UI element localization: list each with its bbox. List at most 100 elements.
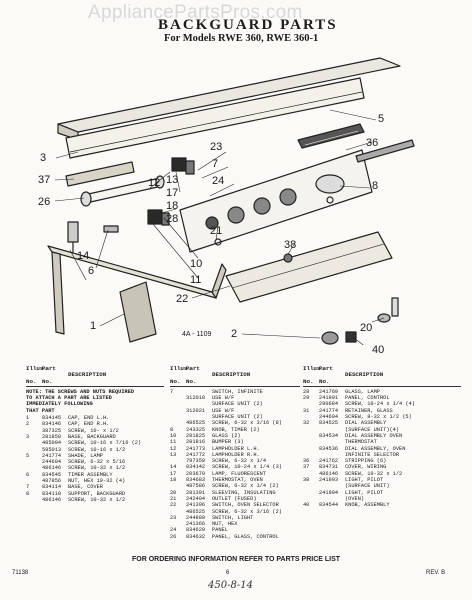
part-number: 834683: [186, 477, 206, 484]
part-description: SCREW, 10-32 x 1/2: [68, 496, 126, 503]
part-description: SWITCH, INFINITE: [212, 388, 263, 395]
illus-number: 38: [303, 477, 310, 484]
header-illus-no: Illus.No.: [170, 365, 191, 385]
part-description: CAP, END L.H.: [68, 415, 110, 422]
illus-number: 22: [170, 502, 177, 509]
part-description: (SURFACE UNIT): [345, 483, 390, 490]
part-description: LAMPHOLDER R.H.: [212, 451, 260, 458]
illus-number: 1: [26, 415, 30, 422]
illus-number: 8: [170, 426, 174, 433]
part-number: 281816: [186, 439, 206, 446]
part-description: BASE, BACKGUARD: [68, 433, 116, 440]
part-description: SHADE, LAMP: [68, 452, 103, 459]
part-number: 241774: [319, 407, 339, 414]
callout-number: 40: [372, 344, 385, 356]
part-description: SCREW, 6-32 x 1/4 (2): [212, 483, 279, 490]
callout-number: 8: [372, 180, 379, 192]
part-description: SCREW, 10- x 1/2: [68, 427, 119, 434]
page-subtitle: For Models RWE 360, RWE 360-1: [164, 33, 319, 44]
part-description: BUMPER (3): [212, 439, 244, 446]
part-description: SCREW, 10-16 x 7/16 (2): [68, 440, 142, 447]
part-description: (SURFACE UNIT)(4): [345, 426, 400, 433]
illus-number: 13: [170, 451, 177, 458]
part-number: 834534: [319, 432, 339, 439]
part-number: 797359: [186, 458, 206, 465]
part-description: SCREW, 8-32 x 1/2 (5): [345, 414, 412, 421]
parts-row: THERMOSTAT: [303, 439, 461, 445]
part-description: SURFACE UNIT (2): [212, 414, 263, 421]
part-number: 487586: [186, 483, 206, 490]
part-number: 241993: [319, 477, 339, 484]
illus-number: 10: [170, 432, 177, 439]
callout-number: 26: [38, 196, 51, 208]
part-number: 241774: [42, 452, 62, 459]
part-number: 244604: [319, 414, 339, 421]
callout-number: 5: [378, 113, 385, 125]
part-description: PANEL, GLASS, CONTROL: [212, 533, 279, 540]
part-description: KNOB, TIMER (2): [212, 426, 260, 433]
illus-number: 20: [170, 489, 177, 496]
part-number: 312021: [186, 407, 206, 414]
part-number: 834525: [319, 420, 339, 427]
illus-number: 6: [26, 471, 30, 478]
part-number: 485094: [42, 440, 62, 447]
part-description: THERMOSTAT, OVEN: [212, 477, 263, 484]
part-number: 486525: [186, 508, 206, 515]
part-description: STRIPPING (6): [345, 458, 387, 465]
part-description: LIGHT, PILOT: [345, 489, 384, 496]
illus-number: 7: [170, 388, 174, 395]
illus-number: 23: [170, 514, 177, 521]
part-description: PANEL: [212, 527, 228, 534]
callout-number: 24: [212, 175, 225, 187]
page-number: 6: [226, 570, 230, 576]
part-number: 834114: [42, 484, 62, 491]
illus-number: 12: [170, 445, 177, 452]
callout-number: 14: [77, 250, 90, 262]
part-description: SCREW, 10-16 x 1/2: [68, 446, 126, 453]
parts-row: (SURFACE UNIT)(4): [303, 427, 461, 433]
illus-number: 8: [26, 490, 30, 497]
part-description: SLEEVING, INSULATING: [212, 489, 276, 496]
header-illus-no: Illus.No.: [26, 365, 47, 385]
illus-number: 40: [303, 502, 310, 509]
part-description: SURFACE UNIT (2): [212, 401, 263, 408]
figure-code: 4A - 1109: [182, 331, 212, 338]
illus-number: 14: [170, 464, 177, 471]
part-description: THERMOSTAT: [345, 439, 377, 446]
part-description: USE W/F: [212, 407, 235, 414]
part-number: 244809: [186, 514, 206, 521]
part-number: 241769: [319, 388, 339, 395]
illus-number: 17: [170, 470, 177, 477]
part-number: 834632: [186, 533, 206, 540]
parts-row: INFINITE SELECTOR: [303, 452, 461, 458]
illus-number: 29: [303, 395, 310, 402]
document-code: 71138: [12, 570, 29, 576]
illus-number: 3: [26, 433, 30, 440]
illus-number: 21: [170, 495, 177, 502]
callout-number: 23: [210, 141, 223, 153]
handwritten-note: 450-8-14: [208, 580, 253, 591]
part-number: 834731: [319, 464, 339, 471]
callout-number: 28: [166, 213, 179, 225]
part-number: 486146: [42, 465, 62, 472]
part-number: 241994: [319, 489, 339, 496]
